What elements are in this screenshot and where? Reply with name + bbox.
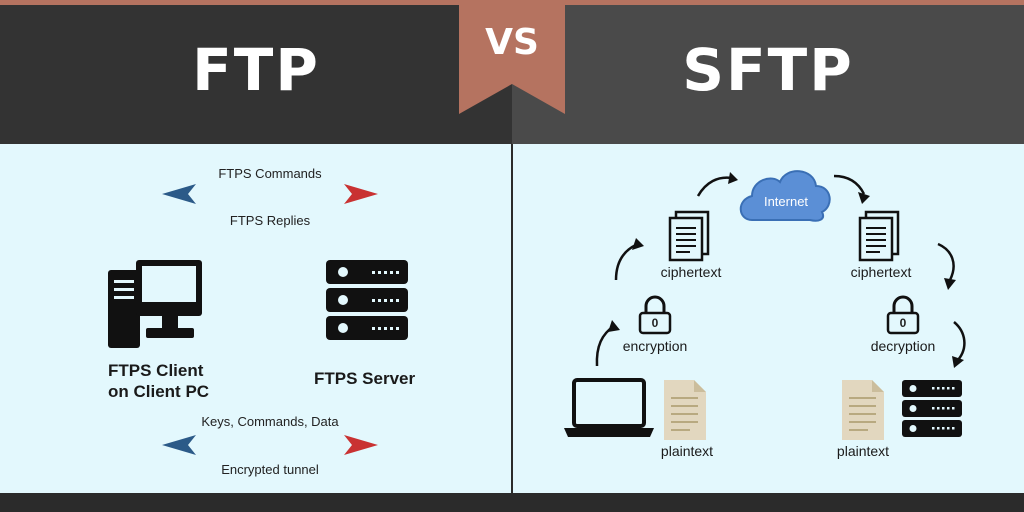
server-rack-icon-sftp [902,380,962,437]
ftps-commands-label: FTPS Commands [218,166,322,181]
header-left [0,5,512,144]
curved-arrow-icon-5 [937,242,955,281]
lock-digit-left: 0 [651,316,659,330]
ftp-panel [0,144,511,493]
encryption-label: encryption [622,338,688,354]
plaintext-label-right: plaintext [836,443,890,459]
plaintext-document-icon-right [842,380,884,440]
encrypted-tunnel-label: Encrypted tunnel [221,462,319,477]
server-rack-icon [326,260,408,340]
laptop-icon [564,378,654,437]
ftp-title: FTP [192,36,320,104]
curved-arrow-icon-6 [953,321,966,361]
padlock-icon-left [638,295,672,335]
ciphertext-label-left: ciphertext [660,264,722,280]
header-right [512,5,1024,144]
curved-arrow-icon-3 [696,176,733,197]
bottom-strip [0,493,1024,512]
cloud-icon [739,170,831,222]
desktop-computer-icon [108,260,202,348]
server-label: FTPS Server [314,369,416,388]
padlock-icon-right [886,295,920,335]
plaintext-document-icon-left [664,380,706,440]
lock-digit-right: 0 [899,316,907,330]
double-arrow-top [162,184,378,204]
curved-arrow-icon-2 [614,242,639,281]
ftps-replies-label: FTPS Replies [229,213,311,228]
decryption-label: decryption [870,338,936,354]
sftp-title: SFTP [682,36,854,104]
document-icon-left [668,210,710,262]
ciphertext-label-right: ciphertext [850,264,912,280]
vs-banner [459,0,565,114]
client-label-line2: on Client PC [108,382,210,401]
keys-commands-data-label: Keys, Commands, Data [201,414,339,429]
internet-label: Internet [763,194,809,209]
client-label-line1: FTPS Client [108,361,204,380]
vs-label: VS [485,22,539,63]
plaintext-label-left: plaintext [660,443,714,459]
document-icon-right [858,210,900,262]
curved-arrow-icon-4 [833,174,866,195]
double-arrow-bottom [162,435,378,455]
